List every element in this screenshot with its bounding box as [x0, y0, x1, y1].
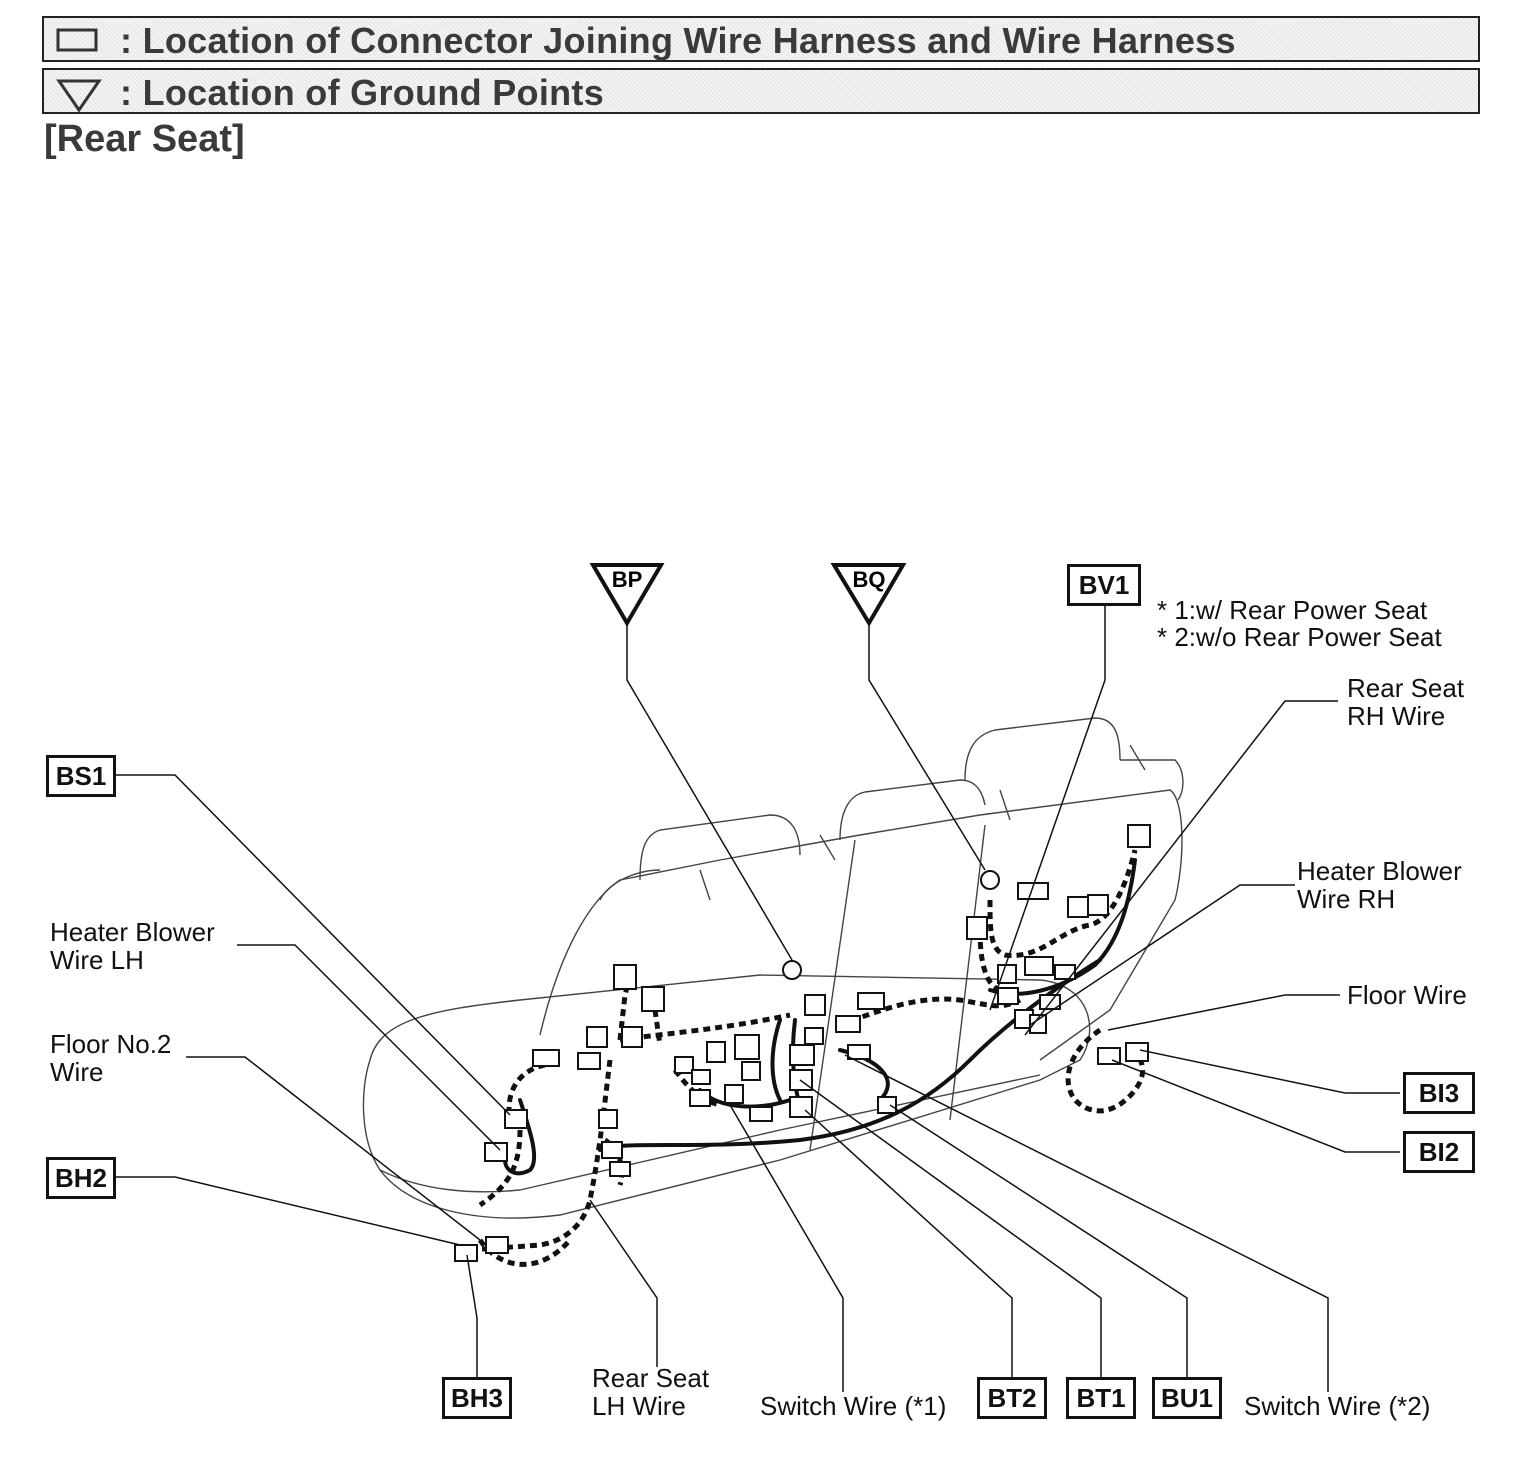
rear-seat-lh-wire-label: Rear Seat LH Wire [592, 1363, 710, 1421]
legend-ground-row: : Location of Ground Points [42, 68, 1480, 114]
switch-wire-1-label: Switch Wire (*1) [760, 1391, 947, 1421]
connector-bs1: BS1 [46, 755, 116, 797]
connector-bt1: BT1 [1066, 1377, 1136, 1419]
connector-bi2: BI2 [1403, 1131, 1475, 1173]
connector-bt2: BT2 [977, 1377, 1047, 1419]
floor-wire-label: Floor Wire [1347, 980, 1467, 1010]
ground-bq-label: BQ [853, 567, 886, 592]
connector-bh3: BH3 [442, 1377, 512, 1419]
ground-bp-label: BP [612, 567, 643, 592]
connector-bi3: BI3 [1403, 1072, 1475, 1114]
leader-lines [114, 602, 1400, 1392]
rear-seat-rh-wire-label: Rear Seat RH Wire [1347, 673, 1465, 731]
harness-connectors [454, 824, 1151, 1262]
switch-wire-2-label: Switch Wire (*2) [1244, 1391, 1431, 1421]
heater-blower-wire-rh-label: Heater Blower Wire RH [1297, 856, 1462, 914]
ground-terminals [782, 870, 1000, 980]
connector-bh2: BH2 [46, 1157, 116, 1199]
legend-connector-text: : Location of Connector Joining Wire Har… [120, 20, 1236, 61]
ground-point-bq [830, 563, 907, 627]
connector-bv1: BV1 [1067, 564, 1141, 606]
connector-box-icon [56, 28, 98, 52]
heater-blower-wire-lh-label: Heater Blower Wire LH [50, 917, 215, 975]
note-2: * 2:w/o Rear Power Seat [1157, 622, 1442, 652]
note-1: * 1:w/ Rear Power Seat [1157, 595, 1428, 625]
legend-connector-row: : Location of Connector Joining Wire Har… [42, 16, 1480, 62]
ground-point-bp [589, 563, 665, 627]
connector-bu1: BU1 [1152, 1377, 1222, 1419]
ground-triangle-icon [56, 79, 102, 112]
legend-ground-text: : Location of Ground Points [120, 72, 605, 113]
seat-outline [362, 717, 1184, 1219]
floor-no2-wire-label: Floor No.2 Wire [50, 1029, 172, 1087]
page-title: [Rear Seat] [44, 118, 245, 160]
